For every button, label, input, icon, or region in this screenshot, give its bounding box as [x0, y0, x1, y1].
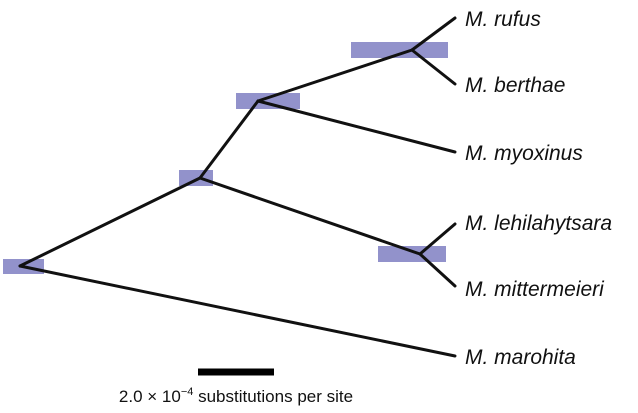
branch-marohita — [18, 264, 457, 358]
node-bar-lehilahytsara-mittermeieri — [378, 246, 446, 262]
scale-label-prefix: 2.0 × 10 — [119, 387, 181, 406]
taxon-label-mittermeieri: M. mittermeieri — [465, 278, 605, 301]
scale-label: 2.0 × 10−4 substitutions per site — [119, 386, 353, 406]
node-bar-lehilahytsara-myoxinus — [179, 170, 213, 186]
branch-n1-to-n2 — [198, 99, 260, 180]
branch-root-to-n1 — [18, 176, 202, 268]
branch-lehilahytsara — [418, 222, 457, 256]
branch-n2-to-n3 — [256, 48, 414, 103]
taxon-label-marohita: M. marohita — [465, 346, 576, 369]
node-bar-myoxinus-rufus — [236, 93, 300, 109]
node-bar-rufus-berthae — [351, 42, 448, 58]
taxon-label-lehilahytsara: M. lehilahytsara — [465, 212, 612, 235]
branch-rufus — [410, 16, 457, 52]
branch-berthae — [410, 48, 457, 86]
taxon-label-berthae: M. berthae — [465, 74, 565, 97]
taxon-label-rufus: M. rufus — [465, 8, 541, 31]
branch-mittermeieri — [418, 252, 457, 288]
scale-label-suffix: substitutions per site — [193, 387, 353, 406]
branch-n1-to-n4 — [198, 176, 422, 256]
branch-myoxinus — [256, 99, 457, 154]
scale-label-exponent: −4 — [181, 386, 194, 398]
taxon-label-myoxinus: M. myoxinus — [465, 142, 583, 165]
